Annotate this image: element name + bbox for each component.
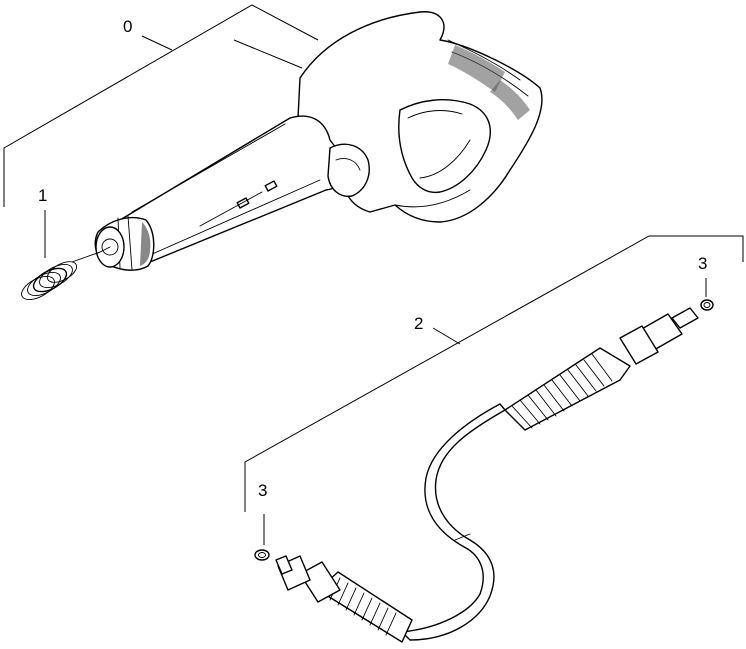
callout-label-0: 0 bbox=[123, 17, 132, 36]
callout-label-3-bottom: 3 bbox=[258, 481, 267, 500]
o-ring-bottom bbox=[254, 549, 270, 561]
callout-label-3-top: 3 bbox=[698, 254, 707, 273]
leader-lines bbox=[3, 4, 744, 545]
top-sleeve-ribs bbox=[511, 353, 613, 429]
trigger-gun bbox=[71, 11, 543, 271]
callout-label-1: 1 bbox=[38, 186, 47, 205]
callout-label-2: 2 bbox=[414, 314, 423, 333]
o-ring-top bbox=[700, 299, 714, 311]
spring bbox=[21, 261, 78, 301]
high-pressure-hose bbox=[275, 307, 699, 643]
